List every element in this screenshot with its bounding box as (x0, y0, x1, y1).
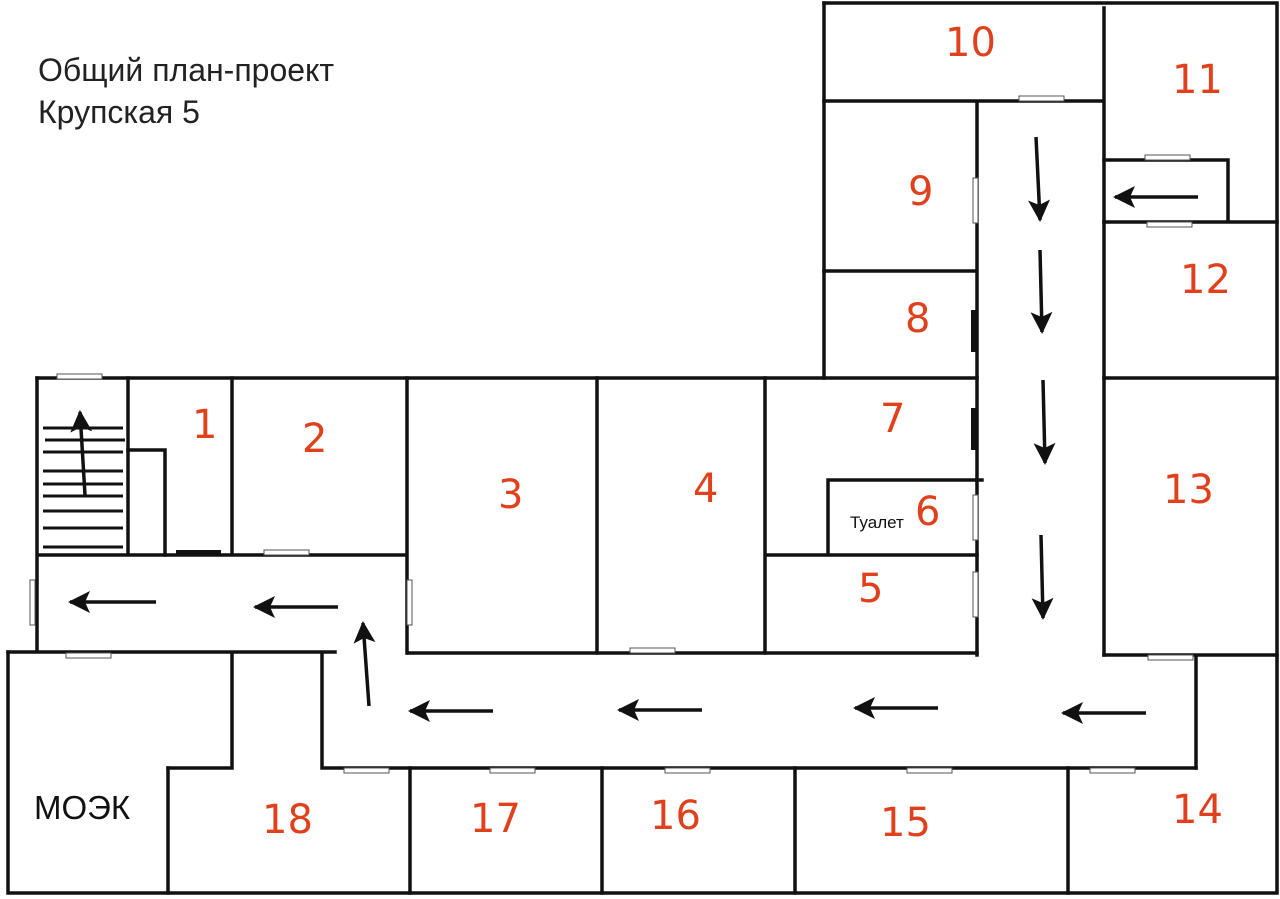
room-18: 18 (262, 797, 313, 843)
room-9: 9 (908, 169, 933, 215)
room-11: 11 (1172, 57, 1223, 103)
plan-title: Общий план-проект (38, 52, 335, 88)
evacuation-arrows (68, 136, 1198, 724)
room-12: 12 (1180, 257, 1231, 303)
room-5: 5 (858, 566, 883, 612)
toilet-label: Туалет (850, 513, 904, 532)
room-3: 3 (498, 472, 523, 518)
room-numbers: 1 2 3 4 5 6 7 8 9 10 11 12 13 14 15 16 1… (192, 20, 1231, 846)
room-2: 2 (302, 416, 327, 462)
doors (29, 95, 1194, 774)
room-7: 7 (880, 396, 905, 442)
room-1: 1 (192, 402, 217, 448)
room-6: 6 (915, 489, 940, 535)
room-8: 8 (905, 296, 930, 342)
room-16: 16 (650, 793, 701, 839)
room-13: 13 (1163, 467, 1214, 513)
solid-doors (176, 310, 978, 556)
plan-address: Крупская 5 (38, 94, 200, 130)
room-15: 15 (880, 800, 931, 846)
walls (6, 1, 1279, 895)
room-14: 14 (1172, 787, 1223, 833)
room-17: 17 (470, 796, 521, 842)
room-4: 4 (693, 466, 718, 512)
room-10: 10 (945, 20, 996, 66)
moek-label: МОЭК (34, 789, 131, 826)
